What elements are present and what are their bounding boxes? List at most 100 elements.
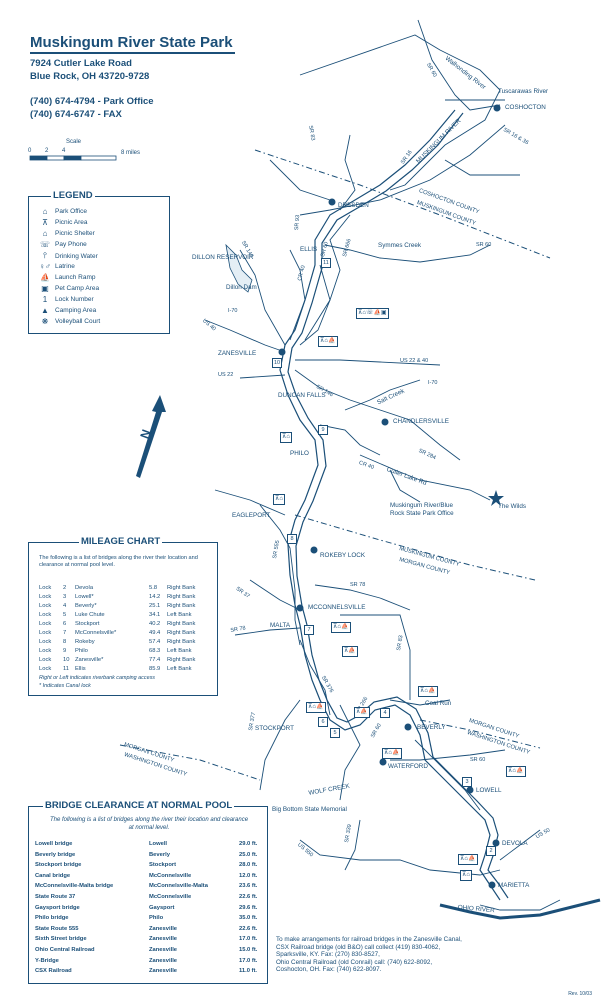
town-label-rokeby-lock: ROKEBY LOCK	[320, 552, 366, 559]
legend-label: Pay Phone	[55, 241, 87, 248]
mileage-cell-lock: Lock	[39, 603, 52, 609]
bridge-cell-location: Zanesville	[149, 947, 178, 953]
bridge-clearance-table: BRIDGE CLEARANCE AT NORMAL POOL The foll…	[28, 800, 268, 984]
bridge-cell-bridge: Gaysport bridge	[35, 904, 80, 911]
launch-ramp-icon: ⛵	[40, 273, 50, 282]
mileage-cell-miles: 14.2	[149, 594, 161, 600]
lock-number-icon: 1	[42, 295, 48, 304]
legend-item: ♀♂ Latrine	[39, 262, 75, 271]
water-label-dillon-dam: Dillon Dam	[226, 284, 257, 291]
title-rule	[30, 52, 235, 54]
facility-icon-group: ⊼⌂	[460, 870, 473, 881]
mileage-cell-lock: Lock	[39, 585, 52, 591]
legend-item: ☏Pay Phone	[39, 240, 87, 249]
park-office-note: Muskingum River/Blue Rock State Park Off…	[390, 502, 490, 517]
town-label-devola: DEVOLA	[502, 840, 528, 847]
legend-item: ⛵Launch Ramp	[39, 273, 95, 282]
scale-tick-8: 8 miles	[121, 150, 141, 156]
camping-area-icon: ▲	[41, 306, 49, 315]
mileage-cell-bank: Right Bank	[167, 621, 196, 627]
water-label-tuscarawas-river: Tuscarawas River	[498, 88, 549, 95]
mileage-cell-miles: 40.2	[149, 621, 161, 627]
town-label-waterford: WATERFORD	[388, 763, 428, 770]
mileage-cell-lock: Lock	[39, 621, 52, 627]
mileage-cell-name: Stockport	[75, 621, 100, 627]
legend-label: Park Office	[55, 208, 88, 215]
mileage-cell-lock: Lock	[39, 639, 52, 645]
mileage-cell-bank: Right Bank	[167, 657, 196, 663]
facility-icon-group: ⊼⌂⛵	[382, 748, 402, 759]
water-label-big-bottom: Big Bottom State Memorial	[272, 806, 347, 813]
town-label-duncan-falls: DUNCAN FALLS	[278, 392, 326, 399]
bridge-cell-location: Zanesville	[149, 957, 178, 964]
legend-item: ▣Pet Camp Area	[39, 284, 99, 293]
bridge-cell-location: McConnelsville	[149, 894, 192, 900]
bridge-cell-bridge: Stockport bridge	[35, 862, 82, 869]
mileage-cell-name: Beverly*	[75, 603, 97, 609]
legend-label: Lock Number	[55, 296, 94, 303]
route-label-us22: US 22	[218, 372, 234, 378]
mileage-cell-bank: Right Bank	[167, 639, 196, 645]
legend-item: ⌂ Park Office	[39, 207, 87, 216]
mileage-cell-num: 3	[63, 594, 67, 600]
town-label-eagleport: EAGLEPORT	[232, 512, 271, 519]
bridge-cell-clearance: 29.0 ft.	[239, 841, 258, 847]
mileage-cell-miles: 5.8	[149, 585, 158, 591]
facility-icon-group: ⊼⌂⛵	[318, 336, 338, 347]
legend-item: ❋Volleyball Court	[39, 317, 101, 326]
bridge-cell-bridge: Philo bridge	[35, 915, 69, 922]
mileage-footnote-2: * Indicates Canal lock	[39, 683, 91, 689]
railroad-note-line: Sparksville, KY. Fax: (270) 830-8527,	[276, 951, 380, 959]
scale-tick-2: 2	[45, 148, 49, 154]
town-label-zanesville: ZANESVILLE	[218, 350, 257, 357]
park-office-icon: ⌂	[42, 207, 48, 216]
mileage-cell-miles: 25.1	[149, 603, 161, 609]
water-label-dillon-reservoir: DILLON RESERVOIR	[192, 254, 254, 261]
legend-label: Latrine	[55, 263, 75, 270]
address-line-2: Blue Rock, OH 43720-9728	[30, 71, 150, 82]
mileage-cell-bank: Right Bank	[167, 585, 196, 591]
railroad-note-line: Ohio Central Railroad (old Conrail) call…	[276, 958, 433, 966]
park-office-note-line: Rock State Park Office	[390, 509, 454, 517]
bridge-cell-bridge: State Route 37	[35, 894, 76, 900]
bridge-cell-clearance: 35.0 ft.	[239, 915, 258, 922]
railroad-note: To make arrangements for railroad bridge…	[276, 936, 506, 974]
mileage-cell-bank: Right Bank	[167, 630, 196, 636]
mileage-cell-bank: Left Bank	[167, 648, 192, 654]
lock-number-icon: 2	[486, 846, 496, 856]
mileage-cell-miles: 77.4	[149, 657, 161, 663]
facility-icon-group: ⊼⌂☏⛵▣	[356, 308, 389, 319]
town-label-coshocton: COSHOCTON	[505, 104, 546, 111]
mileage-cell-num: 2	[63, 585, 67, 591]
lock-number-icon: 11	[321, 258, 331, 268]
drinking-water-icon: ⫯	[43, 251, 47, 260]
facility-icon-group: ⊼⌂⛵	[331, 622, 351, 633]
railroad-note-line: To make arrangements for railroad bridge…	[276, 936, 462, 943]
bridge-cell-location: Philo	[149, 915, 164, 922]
bridge-cell-location: McConnelsville-Malta	[149, 883, 208, 890]
mileage-footnote-1: Right or Left indicates riverbank campin…	[39, 675, 155, 681]
lock-number-icon: 7	[304, 625, 314, 635]
mileage-chart: MILEAGE CHART The following is a list of…	[28, 536, 218, 696]
town-label-beverly: BEVERLY	[417, 724, 446, 731]
route-label-i70-w: I-70	[228, 308, 238, 314]
picnic-area-icon: ⊼	[42, 218, 48, 227]
bridge-cell-clearance: 23.6 ft.	[239, 883, 258, 890]
bridge-intro: The following is a list of bridges along…	[49, 817, 249, 831]
lock-number-icon: 10	[272, 358, 282, 368]
scale-tick-4: 4	[62, 148, 66, 154]
park-office-note-line: Muskingum River/Blue	[390, 502, 453, 509]
facility-icon-group: ⊼⛵	[342, 646, 358, 657]
phone-fax: (740) 674-6747 - FAX	[30, 109, 122, 120]
latrine-icon: ♀♂	[39, 262, 51, 271]
lock-number-icon: 6	[318, 717, 328, 727]
picnic-shelter-icon: ⌂	[42, 229, 48, 238]
bridge-cell-clearance: 11.0 ft.	[239, 968, 258, 975]
legend-item: ⌂Picnic Shelter	[39, 229, 95, 238]
mileage-cell-num: 6	[63, 621, 67, 627]
town-label-malta: MALTA	[270, 622, 291, 629]
mileage-cell-num: 7	[63, 630, 67, 636]
facility-icon-group: ⊼⌂⛵	[418, 686, 438, 697]
legend-label: Pet Camp Area	[55, 285, 100, 292]
